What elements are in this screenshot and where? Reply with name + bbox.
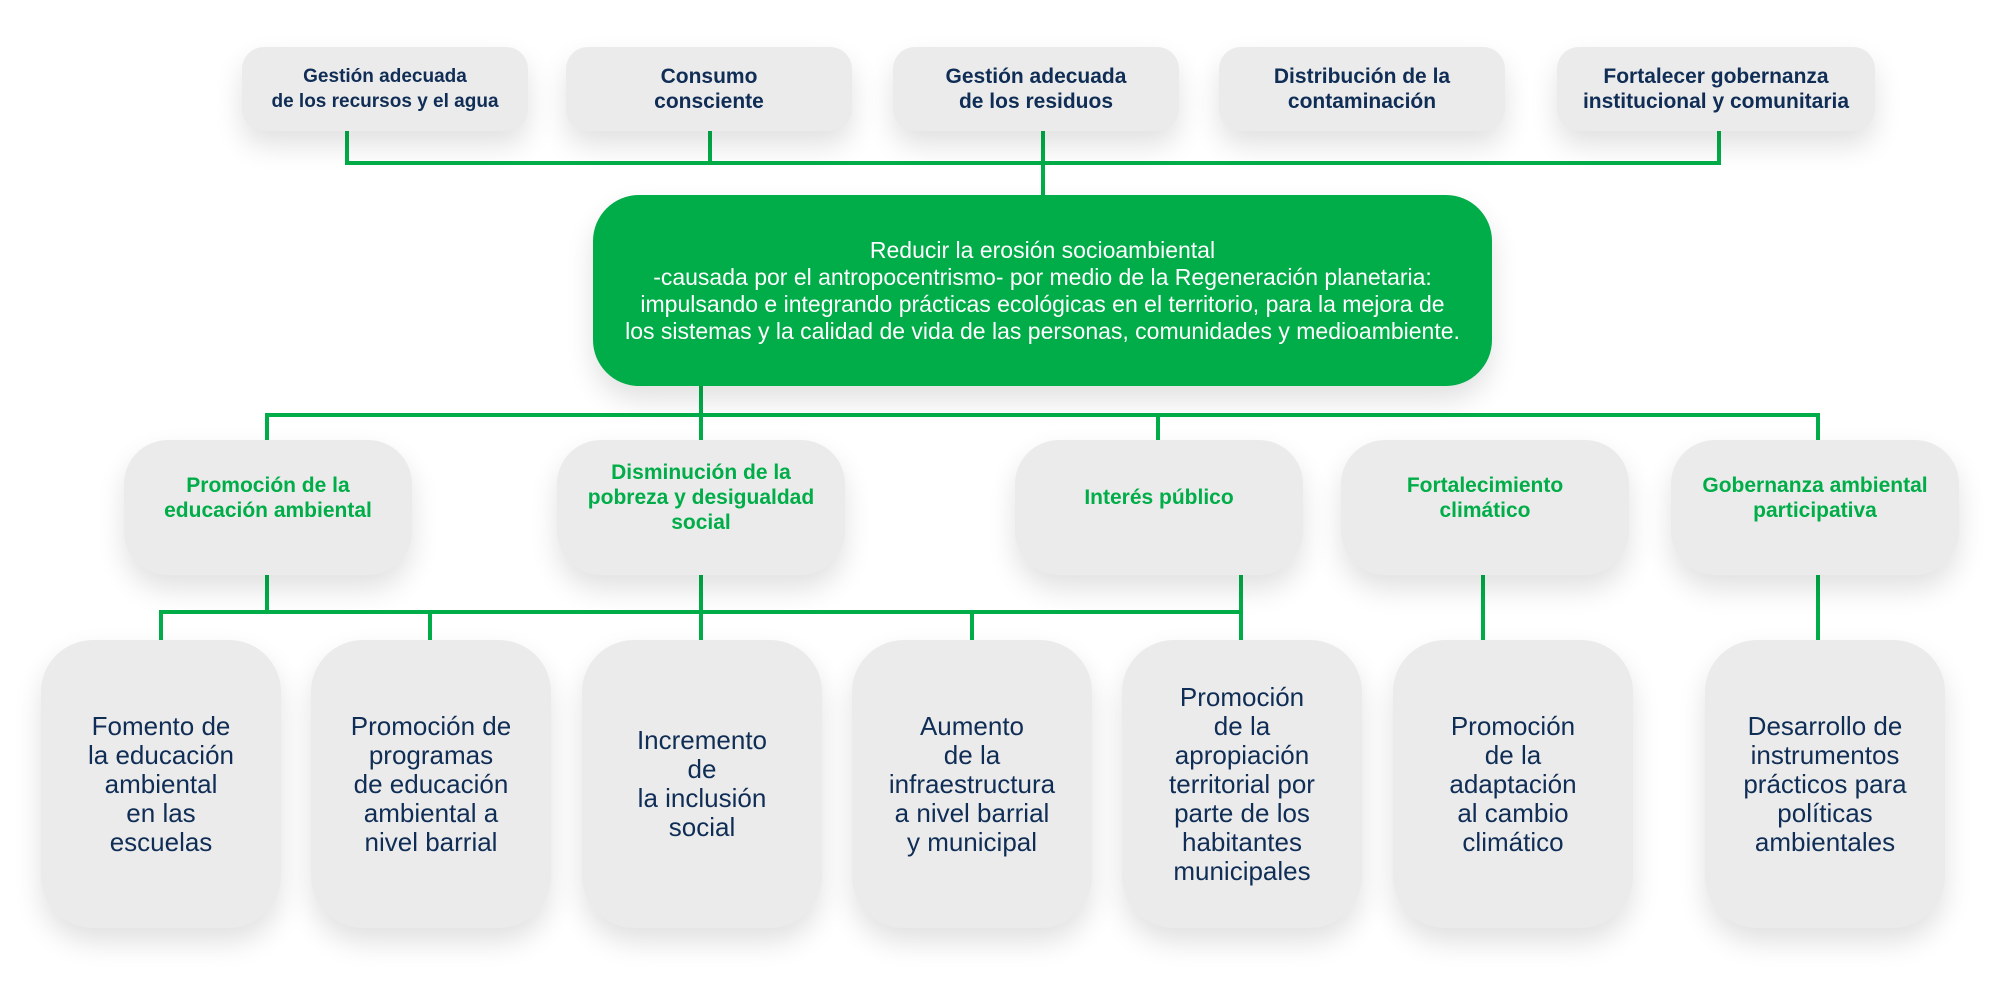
bottom-box-label: Promoción de la apropiación territorial … — [1169, 681, 1315, 886]
top-box-label: Distribución de la contaminación — [1273, 65, 1451, 113]
bottom-box-policy-instruments: Desarrollo de instrumentos prácticos par… — [1705, 640, 1945, 928]
bottom-box-label: Desarrollo de instrumentos prácticos par… — [1743, 710, 1907, 857]
mid-box-label: Disminución de la pobreza y desigualdad … — [587, 461, 815, 534]
top-box-pollution-distribution: Distribución de la contaminación — [1219, 47, 1505, 131]
bottom-box-neighborhood-programs: Promoción de programas de educación ambi… — [311, 640, 551, 928]
bottom-box-climate-adaptation: Promoción de la adaptación al cambio cli… — [1393, 640, 1633, 928]
bottom-box-label: Aumento de la infraestructura a nivel ba… — [888, 710, 1056, 857]
top-box-governance: Fortalecer gobernanza institucional y co… — [1557, 47, 1875, 131]
mid-box-poverty-reduction: Disminución de la pobreza y desigualdad … — [557, 440, 845, 575]
mid-box-label: Gobernanza ambiental participativa — [1702, 473, 1928, 522]
bottom-box-territorial-appropriation: Promoción de la apropiación territorial … — [1122, 640, 1362, 928]
bottom-box-label: Promoción de programas de educación ambi… — [350, 710, 512, 857]
mid-box-environmental-education: Promoción de la educación ambiental — [124, 440, 412, 575]
bottom-box-label: Incremento de la inclusión social — [636, 725, 768, 842]
goal-connector — [265, 386, 1820, 440]
mid-box-public-interest: Interés público — [1015, 440, 1303, 575]
top-box-resources-water: Gestión adecuada de los recursos y el ag… — [242, 47, 528, 131]
mid-box-label: Interés público — [1084, 486, 1234, 509]
top-box-label: Gestión adecuada de los residuos — [945, 65, 1127, 113]
mid-box-participatory-governance: Gobernanza ambiental participativa — [1671, 440, 1959, 575]
top-connector — [345, 131, 1721, 195]
top-box-label: Gestión adecuada de los recursos y el ag… — [271, 66, 499, 112]
mid-box-label: Promoción de la educación ambiental — [164, 473, 372, 522]
bottom-box-social-inclusion: Incremento de la inclusión social — [582, 640, 822, 928]
top-box-waste-management: Gestión adecuada de los residuos — [893, 47, 1179, 131]
goal-text: Reducir la erosión socioambiental -causa… — [625, 236, 1460, 344]
bottom-box-label: Fomento de la educación ambiental en las… — [88, 710, 234, 857]
bottom-box-label: Promoción de la adaptación al cambio cli… — [1449, 710, 1577, 857]
mid-box-label: Fortalecimiento climático — [1406, 473, 1564, 522]
bottom-box-school-education: Fomento de la educación ambiental en las… — [41, 640, 281, 928]
mid-box-climate-strengthening: Fortalecimiento climático — [1341, 440, 1629, 575]
top-box-label: Fortalecer gobernanza institucional y co… — [1582, 65, 1850, 113]
bottom-box-infrastructure: Aumento de la infraestructura a nivel ba… — [852, 640, 1092, 928]
top-box-label: Consumo consciente — [654, 65, 764, 113]
mid-connector — [159, 575, 1820, 640]
goal-box: Reducir la erosión socioambiental -causa… — [593, 195, 1492, 386]
top-box-conscious-consumption: Consumo consciente — [566, 47, 852, 131]
